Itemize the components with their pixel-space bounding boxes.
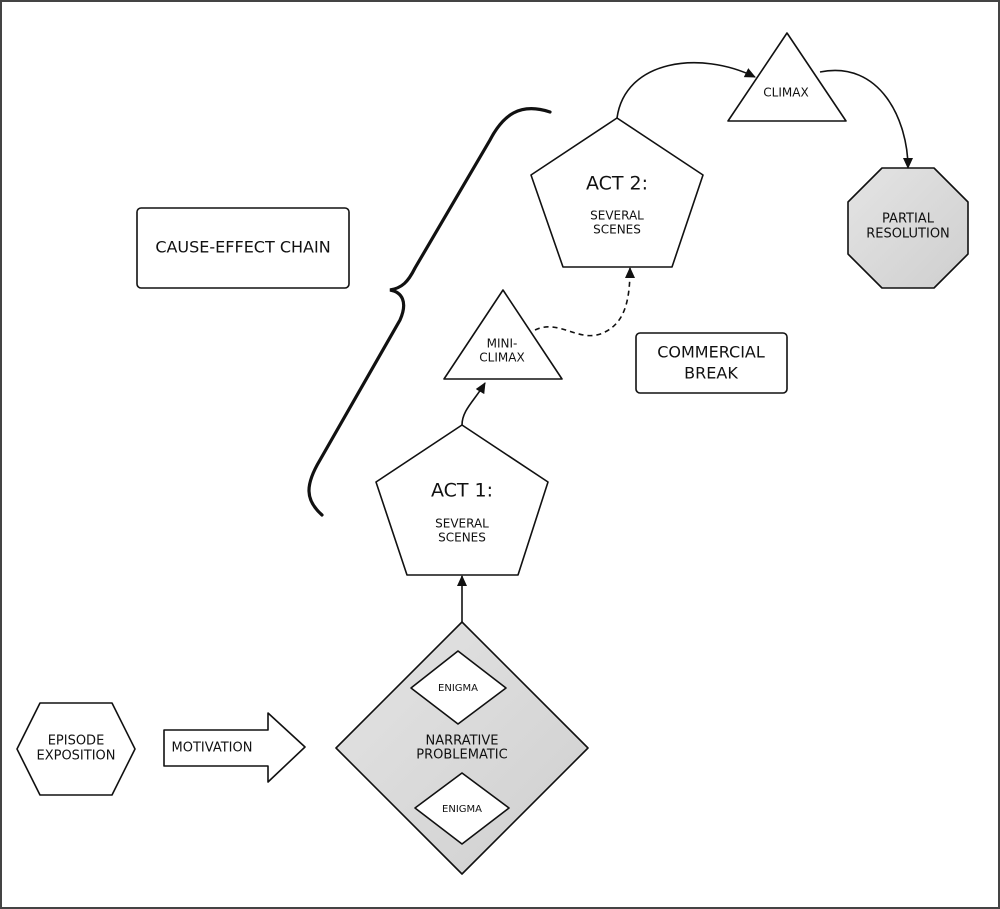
diamond-shape	[414, 772, 510, 845]
act2-line1: SEVERAL	[590, 209, 644, 223]
node-act2[interactable]: ACT 2: SEVERAL SCENES	[530, 117, 704, 268]
node-enigma-top[interactable]: ENIGMA	[410, 650, 507, 725]
node-narrative-problematic[interactable]: NARRATIVE PROBLEMATIC	[335, 621, 589, 875]
partial-resolution-line2: RESOLUTION	[866, 227, 950, 242]
enigma-bottom-label: ENIGMA	[442, 804, 482, 815]
episode-exposition-line1: EPISODE	[48, 734, 105, 749]
octagon-shape	[847, 167, 969, 289]
node-act1[interactable]: ACT 1: SEVERAL SCENES	[375, 424, 549, 576]
edge-climax-to-resolution	[819, 69, 913, 169]
diamond-shape	[335, 621, 589, 875]
act1-title: ACT 1:	[431, 480, 493, 502]
narrative-problematic-line1: NARRATIVE	[426, 734, 499, 749]
narrative-problematic-line2: PROBLEMATIC	[416, 748, 507, 763]
edge-miniclimax-to-act2	[534, 267, 635, 337]
triangle-shape	[443, 289, 563, 380]
hexagon-shape	[16, 702, 136, 796]
commercial-break-line1: COMMERCIAL	[657, 343, 765, 362]
episode-exposition-line2: EXPOSITION	[36, 749, 115, 764]
mini-climax-line1: MINI-	[487, 337, 518, 351]
diamond-shape	[410, 650, 507, 725]
cause-effect-brace	[307, 107, 552, 517]
partial-resolution-line1: PARTIAL	[882, 212, 935, 227]
node-partial-resolution[interactable]: PARTIAL RESOLUTION	[847, 167, 969, 289]
edge-act2-to-climax	[616, 61, 756, 119]
node-mini-climax[interactable]: MINI- CLIMAX	[443, 289, 563, 380]
node-episode-exposition[interactable]: EPISODE EXPOSITION	[16, 702, 136, 796]
act2-title: ACT 2:	[586, 173, 648, 195]
mini-climax-line2: CLIMAX	[479, 351, 524, 365]
node-motivation[interactable]: MOTIVATION	[163, 712, 306, 783]
edge-act1-to-miniclimax	[461, 382, 486, 426]
node-enigma-bottom[interactable]: ENIGMA	[414, 772, 510, 845]
cause-effect-chain-label: CAUSE-EFFECT CHAIN	[155, 238, 330, 257]
act1-line2: SCENES	[438, 531, 486, 545]
rounded-rect-shape	[136, 207, 350, 289]
act2-line2: SCENES	[593, 223, 641, 237]
node-commercial-break[interactable]: COMMERCIAL BREAK	[635, 332, 788, 394]
pentagon-shape	[530, 117, 704, 268]
rounded-rect-shape	[635, 332, 788, 394]
act1-line1: SEVERAL	[435, 517, 489, 531]
node-cause-effect-chain[interactable]: CAUSE-EFFECT CHAIN	[136, 207, 350, 289]
block-arrow-shape	[163, 712, 306, 783]
motivation-label: MOTIVATION	[172, 741, 253, 756]
triangle-shape	[727, 32, 847, 122]
commercial-break-line2: BREAK	[684, 364, 738, 383]
node-climax[interactable]: CLIMAX	[727, 32, 847, 122]
pentagon-shape	[375, 424, 549, 576]
enigma-top-label: ENIGMA	[438, 683, 478, 694]
climax-label: CLIMAX	[763, 86, 808, 100]
